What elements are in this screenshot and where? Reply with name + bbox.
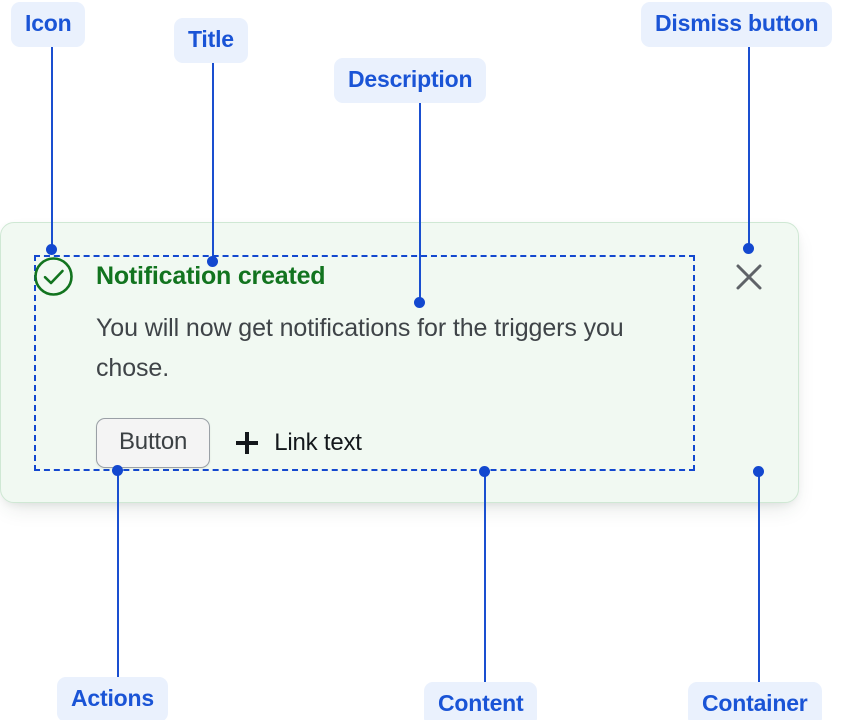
annotation-label-title: Title [174, 18, 248, 63]
leader-dot-content [479, 466, 490, 477]
action-link[interactable]: Link text [236, 429, 362, 457]
action-link-label: Link text [274, 429, 362, 456]
notification-content-region [34, 255, 695, 471]
leader-line-description [419, 99, 421, 303]
plus-icon [236, 432, 259, 454]
close-icon [732, 264, 766, 297]
leader-dot-description [414, 297, 425, 308]
leader-dot-container [753, 466, 764, 477]
leader-line-actions [117, 473, 119, 677]
notification-description: You will now get notifications for the t… [96, 314, 624, 382]
check-circle-icon [33, 256, 74, 297]
notification-actions: Button Link text [96, 418, 362, 468]
annotation-label-container: Container [688, 682, 822, 720]
leader-dot-title [207, 256, 218, 267]
leader-line-title [212, 59, 214, 261]
leader-line-dismiss [748, 42, 750, 250]
annotation-label-content: Content [424, 682, 538, 720]
leader-dot-icon [46, 244, 57, 255]
annotation-label-icon: Icon [11, 2, 86, 47]
leader-line-container [758, 476, 760, 682]
action-button[interactable]: Button [96, 418, 211, 468]
leader-line-icon [51, 45, 53, 250]
leader-dot-dismiss [743, 243, 754, 254]
dismiss-button[interactable] [732, 260, 766, 294]
annotation-label-description: Description [334, 58, 487, 103]
annotation-label-dismiss: Dismiss button [641, 2, 833, 47]
leader-line-content [484, 476, 486, 682]
leader-dot-actions [112, 465, 123, 476]
annotation-label-actions: Actions [57, 677, 168, 720]
